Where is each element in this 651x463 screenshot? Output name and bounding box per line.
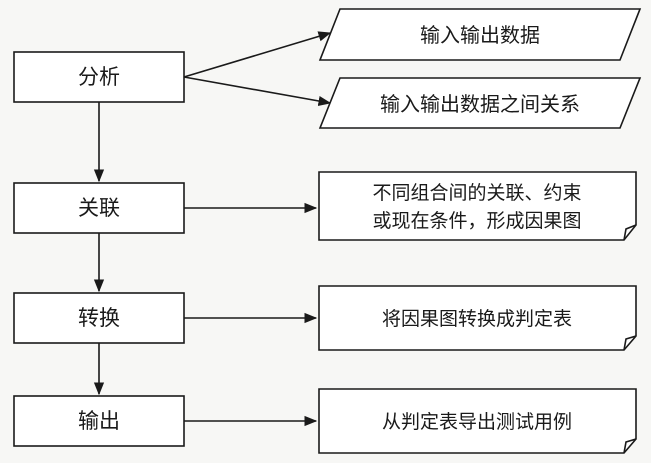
arrow-analyze-to-io-data: [183, 31, 332, 78]
io-data: 输入输出数据: [318, 8, 642, 61]
step-convert-label: 转换: [78, 306, 120, 330]
doc-cause-effect-line1: 不同组合间的关联、约束: [372, 182, 581, 204]
doc-cause-effect: 不同组合间的关联、约束 或现在条件，形成因果图: [318, 171, 637, 241]
doc-decision-table-text: 将因果图转换成判定表: [382, 308, 572, 330]
io-relation: 输入输出数据之间关系: [318, 77, 642, 129]
doc-cause-effect-line2: 或现在条件，形成因果图: [372, 210, 581, 232]
doc-test-cases-text: 从判定表导出测试用例: [382, 411, 572, 433]
step-convert: 转换: [13, 292, 185, 344]
step-associate: 关联: [13, 182, 185, 234]
step-output: 输出: [13, 395, 185, 447]
doc-test-cases: 从判定表导出测试用例: [318, 388, 637, 454]
doc-decision-table: 将因果图转换成判定表: [318, 285, 637, 351]
step-analyze: 分析: [13, 51, 185, 103]
step-output-label: 输出: [78, 409, 120, 433]
step-associate-label: 关联: [78, 196, 120, 220]
step-analyze-label: 分析: [78, 65, 120, 89]
io-relation-text: 输入输出数据之间关系: [380, 92, 580, 116]
io-data-text: 输入输出数据: [420, 23, 540, 47]
arrow-analyze-to-io-relation: [183, 76, 332, 107]
